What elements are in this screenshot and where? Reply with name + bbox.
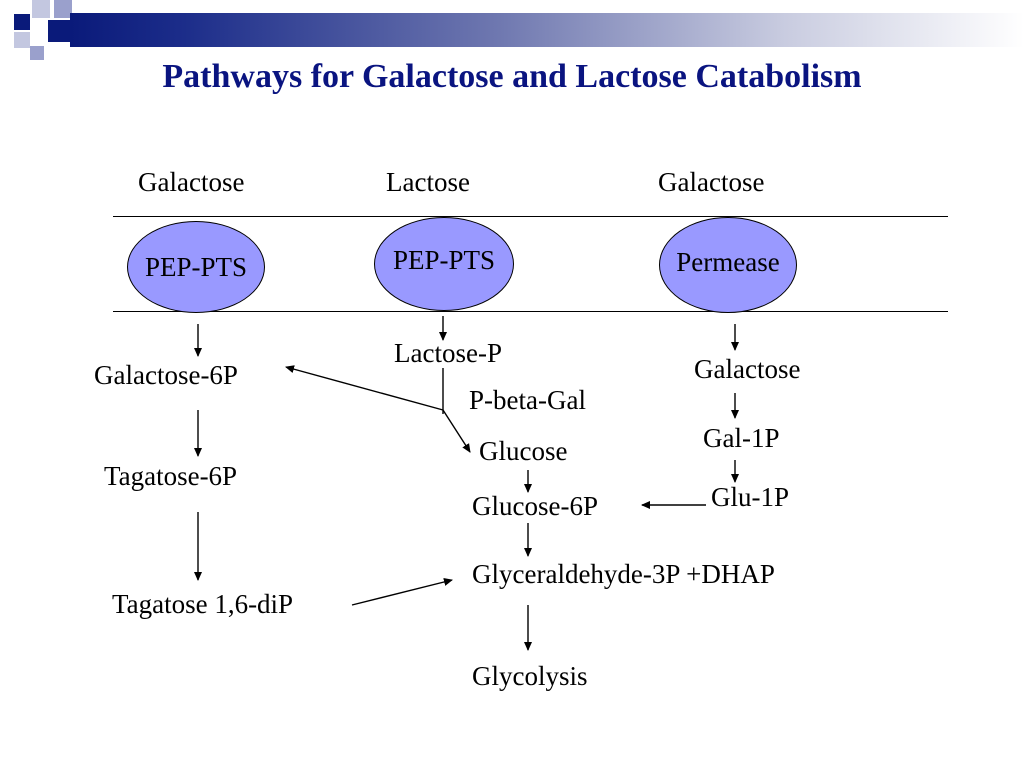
metabolite-glycolysis: Glycolysis: [472, 661, 588, 691]
decor-square-light-1: [32, 0, 50, 18]
substrate-lactose: Lactose: [386, 167, 470, 197]
header-gradient-bar: [70, 13, 1024, 47]
metabolite-glucose: Glucose: [479, 436, 568, 466]
decor-square-dark-1: [14, 14, 30, 30]
metabolite-tagatose-16dip: Tagatose 1,6-diP: [112, 589, 294, 619]
metabolite-glucose-6p: Glucose-6P: [472, 491, 598, 521]
decor-square-light-4: [30, 46, 44, 60]
arrow-tagatose-16dip-to-glyceraldehyde: [351, 578, 453, 606]
decor-square-light-3: [14, 32, 30, 48]
metabolite-lactose-p: Lactose-P: [394, 338, 502, 368]
transporter-permease: Permease: [659, 217, 797, 313]
transporter-label: PEP-PTS: [144, 251, 248, 282]
decor-square-light-2: [54, 0, 72, 18]
transporter-label: Permease: [676, 246, 780, 277]
transporter-pep-pts-middle: PEP-PTS: [374, 217, 514, 311]
metabolite-glu-1p: Glu-1P: [711, 482, 790, 512]
metabolite-galactose-6p: Galactose-6P: [94, 360, 238, 390]
metabolite-gal-1p: Gal-1P: [703, 423, 780, 453]
transporter-label: PEP-PTS: [392, 244, 496, 275]
slide-title: Pathways for Galactose and Lactose Catab…: [162, 58, 862, 95]
enzyme-p-beta-gal: P-beta-Gal: [469, 385, 586, 415]
arrow-cleavage-to-galactose-6p: [285, 365, 444, 411]
substrate-galactose-right: Galactose: [658, 167, 765, 197]
metabolite-tagatose-6p: Tagatose-6P: [104, 461, 238, 491]
decor-square-dark-2: [48, 20, 70, 42]
transporter-pep-pts-left: PEP-PTS: [127, 221, 265, 313]
substrate-galactose-left: Galactose: [138, 167, 245, 197]
metabolite-glyceraldehyde-dhap: Glyceraldehyde-3P +DHAP: [472, 559, 775, 589]
membrane-outer-line: [113, 216, 948, 217]
membrane-inner-line: [113, 311, 948, 312]
arrow-cleavage-to-glucose: [442, 409, 471, 453]
metabolite-galactose-internal: Galactose: [694, 354, 801, 384]
